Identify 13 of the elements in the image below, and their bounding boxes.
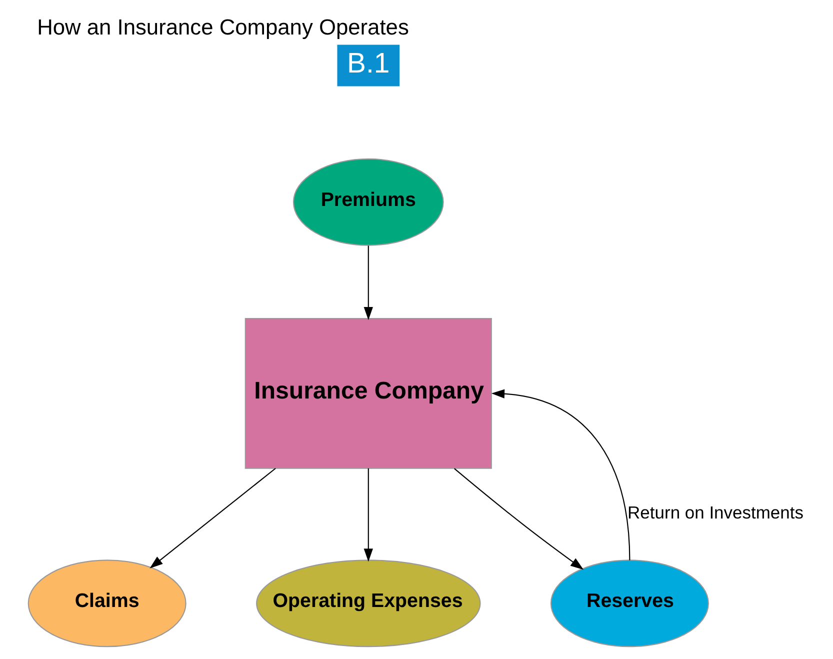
- node-ellipse: Operating Expenses: [256, 560, 481, 648]
- diagram-title: How an Insurance Company Operates: [37, 14, 409, 40]
- node-ellipse: Reserves: [550, 560, 709, 648]
- edge-label: Return on Investments: [628, 502, 804, 522]
- arrow: [364, 468, 373, 562]
- arrow: [150, 468, 276, 568]
- arrow: [491, 389, 630, 560]
- node-ellipse: Claims: [28, 560, 186, 648]
- arrow: [364, 246, 373, 320]
- node-box: Insurance Company: [244, 318, 492, 469]
- label: B.1: [347, 47, 390, 80]
- node-ellipse: Premiums: [292, 158, 444, 246]
- arrow: [454, 468, 584, 570]
